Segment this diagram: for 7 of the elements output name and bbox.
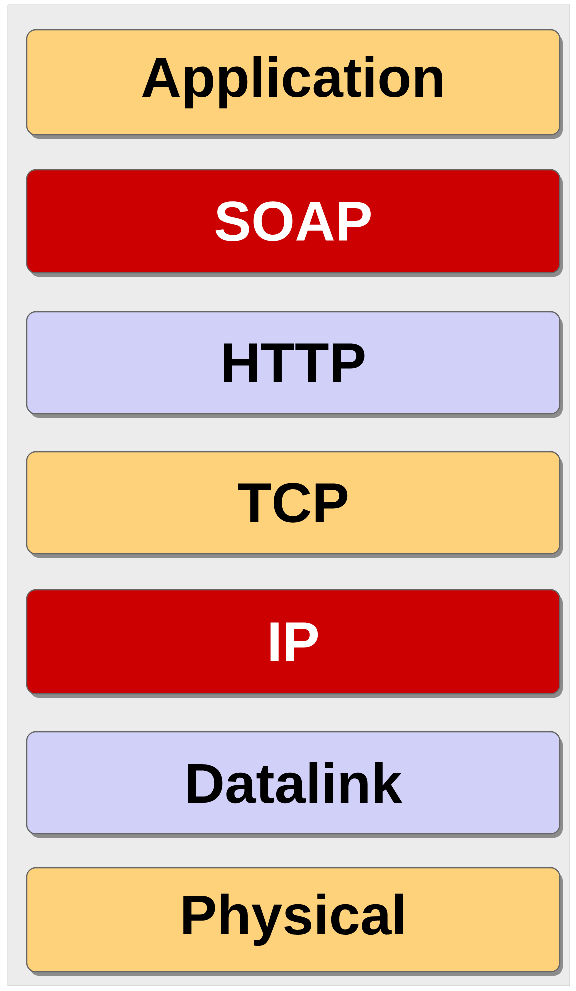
layer-box: SOAP [26, 169, 563, 277]
layer-box: Application [26, 29, 563, 139]
layer-box: TCP [26, 451, 563, 558]
layer-box: Physical [26, 867, 563, 976]
layer-box: Datalink [26, 731, 563, 838]
layer-box: HTTP [26, 311, 563, 418]
layer-box: IP [26, 589, 563, 698]
